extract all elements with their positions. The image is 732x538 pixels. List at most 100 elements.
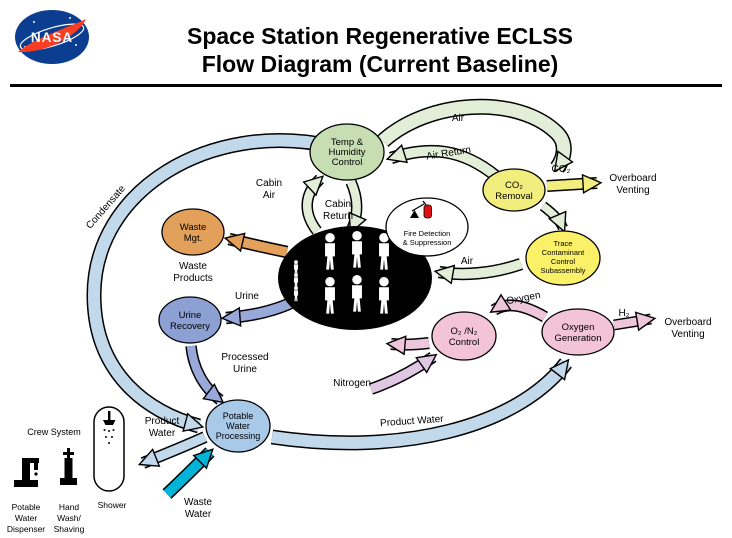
node-label: Removal	[495, 191, 533, 202]
nitrogen-label: Nitrogen	[333, 378, 371, 389]
flow-arrows	[86, 98, 657, 499]
node-label: Waste	[180, 222, 207, 233]
system-nodes: Temp & Humidity Control CO₂ Removal Fire…	[158, 123, 615, 453]
node-label: & Suppression	[403, 238, 452, 247]
node-label: Fire Detection	[404, 229, 451, 238]
oxygen-arrow	[489, 293, 549, 323]
urine-recovery-ellipse	[158, 296, 222, 344]
processed-urine-label: Urine	[233, 364, 257, 375]
product-water-label: Product Water	[380, 414, 445, 429]
co2-label: CO₂	[552, 164, 571, 175]
temp-humidity-ellipse	[309, 123, 385, 181]
processed-urine-label: Processed	[221, 352, 268, 363]
cabin-air-arrow	[301, 174, 325, 235]
trace-contaminant-ellipse	[525, 230, 601, 286]
waste-products-label: Waste	[179, 261, 207, 272]
hand-wash-icon	[60, 448, 77, 485]
waste-arrow	[223, 232, 289, 259]
cabin-return-label: Return	[323, 211, 353, 222]
waste-water-label: Waste	[184, 497, 212, 508]
node-label: Control	[551, 257, 576, 266]
air-return-arrow	[385, 143, 501, 182]
crew-cabin	[278, 226, 432, 330]
product-water-to-crew-arrow	[137, 431, 208, 469]
shower-label: Shower	[98, 500, 127, 510]
urine-arrow	[220, 294, 300, 327]
crew-system-title: Crew System	[27, 427, 81, 437]
trace-contaminant-node: Trace Contaminant Control Subassembly	[525, 230, 601, 286]
fire-extinguisher-icon	[410, 200, 432, 219]
waste-mgt-node: Waste Mgt.	[161, 208, 225, 256]
node-label: Contaminant	[542, 248, 585, 257]
title-divider	[10, 84, 722, 87]
node-label: Urine	[179, 310, 202, 321]
co2-removal-node: CO₂ Removal	[482, 168, 546, 212]
node-label: Humidity	[329, 147, 366, 158]
overboard-venting-right-label: Overboard	[664, 317, 711, 328]
node-label: Potable	[223, 411, 254, 421]
hand-wash-label: Wash/	[57, 513, 81, 523]
potable-water-node: Potable Water Processing	[205, 399, 271, 453]
cabin-return-label: Cabin	[325, 199, 351, 210]
condensate-arrow	[86, 133, 332, 434]
o2-n2-control-node: O₂ /N₂ Control	[431, 311, 497, 361]
node-label: Temp &	[331, 137, 364, 148]
o2-to-cabin-arrow	[385, 335, 430, 356]
cabin-return-arrow	[345, 179, 368, 235]
flow-labels: Air Air Return CO₂ Overboard Venting Cab…	[84, 113, 711, 520]
potable-dispenser-label: Dispenser	[7, 524, 45, 534]
node-label: Processing	[216, 431, 261, 441]
temp-humidity-node: Temp & Humidity Control	[309, 123, 385, 181]
co2-vent-arrow	[546, 173, 603, 194]
oxygen-generation-ellipse	[541, 308, 615, 356]
crew-system: Crew System Potable Water Dispenser Hand…	[7, 406, 127, 534]
urine-recovery-node: Urine Recovery	[158, 296, 222, 344]
hydrogen-label: H₂	[618, 308, 629, 319]
header: NASA Space Station Regenerative ECLSS Fl…	[10, 10, 722, 87]
co2-removal-ellipse	[482, 168, 546, 212]
waste-products-label: Products	[173, 273, 212, 284]
cabin-air-label: Cabin	[256, 178, 282, 189]
hydrogen-vent-arrow	[613, 311, 657, 332]
node-label: CO₂	[505, 180, 523, 191]
hand-wash-label: Shaving	[54, 524, 85, 534]
nasa-logo: NASA	[15, 10, 89, 64]
o2-n2-control-ellipse	[431, 311, 497, 361]
nasa-logo-swoosh	[18, 19, 86, 53]
node-label: Trace	[554, 239, 573, 248]
air-top-label: Air	[452, 113, 465, 124]
node-label: Control	[332, 157, 363, 168]
node-label: Water	[226, 421, 250, 431]
hand-wash-label: Hand	[59, 502, 80, 512]
node-label: Control	[449, 337, 480, 348]
node-label: Oxygen	[562, 322, 595, 333]
urine-label: Urine	[235, 291, 259, 302]
oxygen-generation-node: Oxygen Generation	[541, 308, 615, 356]
overboard-venting-right-label: Venting	[671, 329, 704, 340]
potable-water-dispenser-icon	[14, 458, 39, 487]
potable-dispenser-label: Potable	[12, 502, 41, 512]
nasa-logo-text: NASA	[31, 30, 73, 45]
co2-removal-to-trace-arrow	[539, 201, 568, 234]
waste-mgt-ellipse	[161, 208, 225, 256]
node-label: Recovery	[170, 321, 210, 332]
page-title-line2: Flow Diagram (Current Baseline)	[202, 51, 559, 77]
overboard-venting-top-label: Venting	[616, 185, 649, 196]
node-label: Generation	[554, 333, 601, 344]
potable-water-ellipse	[205, 399, 271, 453]
waste-water-label: Water	[185, 509, 212, 520]
trace-to-cabin-air-arrow	[433, 258, 524, 285]
shower-icon	[93, 406, 125, 492]
product-water-left-label: Water	[149, 428, 176, 439]
waste-water-arrow	[162, 447, 215, 499]
node-label: O₂ /N₂	[451, 326, 478, 337]
product-water-left-label: Product	[145, 416, 180, 427]
fire-detection-ellipse	[385, 197, 469, 257]
node-label: Subassembly	[540, 266, 585, 275]
fire-detection-node: Fire Detection & Suppression	[385, 197, 469, 257]
overboard-venting-top-label: Overboard	[609, 173, 656, 184]
nitrogen-arrow	[369, 352, 438, 395]
node-label: Mgt.	[184, 233, 202, 244]
cabin-air-label: Air	[263, 190, 276, 201]
